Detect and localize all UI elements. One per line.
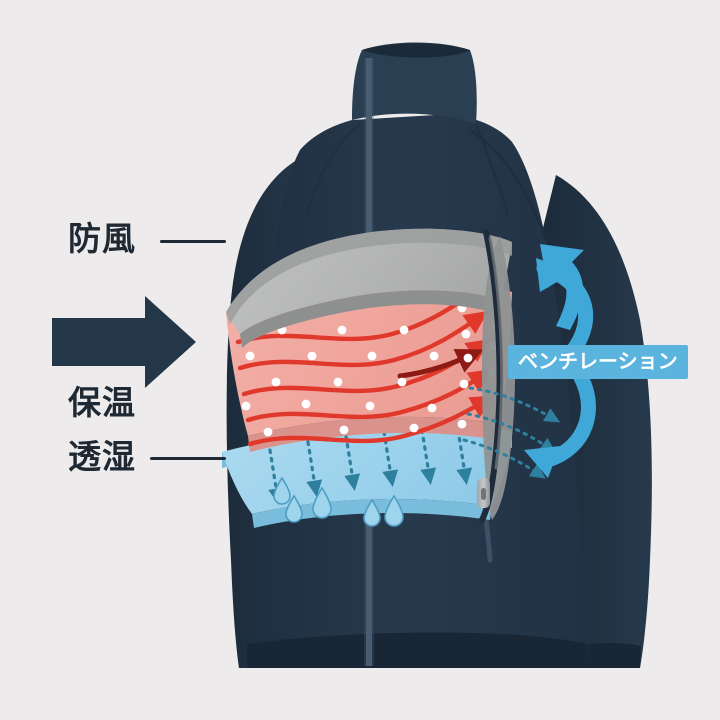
vapor-arrow bbox=[344, 434, 361, 492]
jacket-hem-band bbox=[247, 632, 590, 668]
vent-escape-arrow bbox=[466, 412, 556, 453]
vapor-arrow bbox=[420, 428, 437, 486]
water-droplet bbox=[312, 486, 332, 519]
jacket-left-shoulder-seam bbox=[305, 123, 361, 217]
water-droplets bbox=[273, 476, 404, 527]
water-droplet bbox=[285, 494, 303, 523]
vent-escape-arrow bbox=[468, 386, 561, 423]
jacket-collar-inner bbox=[362, 43, 470, 58]
wind-arrow bbox=[52, 296, 196, 388]
windproof-layer bbox=[226, 228, 512, 348]
vent-escape-arrow bbox=[462, 438, 546, 479]
layer-label-windproof: 防風 bbox=[68, 219, 136, 258]
leader-line-windproof bbox=[160, 240, 226, 243]
vapor-arrow bbox=[456, 428, 473, 486]
breathable-layer-face bbox=[222, 423, 512, 514]
ventilation-arrowhead-lower bbox=[524, 446, 560, 478]
vent-escape-arrows bbox=[462, 386, 561, 479]
windproof-layer-bottom-edge bbox=[240, 290, 500, 348]
heat-arrow-exit bbox=[247, 395, 495, 447]
water-droplet bbox=[384, 494, 404, 527]
heat-arrow bbox=[237, 310, 489, 371]
water-droplet bbox=[273, 476, 291, 505]
ventilation-arrowhead-upper bbox=[536, 258, 574, 292]
vapor-arrow bbox=[306, 440, 323, 498]
ventilation-badge: ベンチレーション bbox=[508, 345, 688, 379]
vent-opening-zipper-teeth bbox=[488, 236, 504, 470]
jacket-right-cuff bbox=[578, 643, 641, 668]
layer-label-insulation: 保温 bbox=[68, 383, 136, 422]
jacket-collar bbox=[352, 42, 477, 124]
layer-label-breathable: 透湿 bbox=[68, 437, 136, 476]
windproof-layer-edge bbox=[226, 228, 512, 324]
vent-opening-zipper-pull-hole bbox=[481, 488, 486, 500]
jacket-collar-fold bbox=[474, 123, 510, 215]
water-droplet bbox=[363, 498, 381, 527]
ventilation-arc-lower bbox=[540, 364, 596, 468]
breathable-layer-bottom-edge bbox=[252, 499, 492, 528]
leader-line-breathable bbox=[150, 457, 226, 460]
ventilation-cycle-arrows bbox=[524, 244, 596, 478]
